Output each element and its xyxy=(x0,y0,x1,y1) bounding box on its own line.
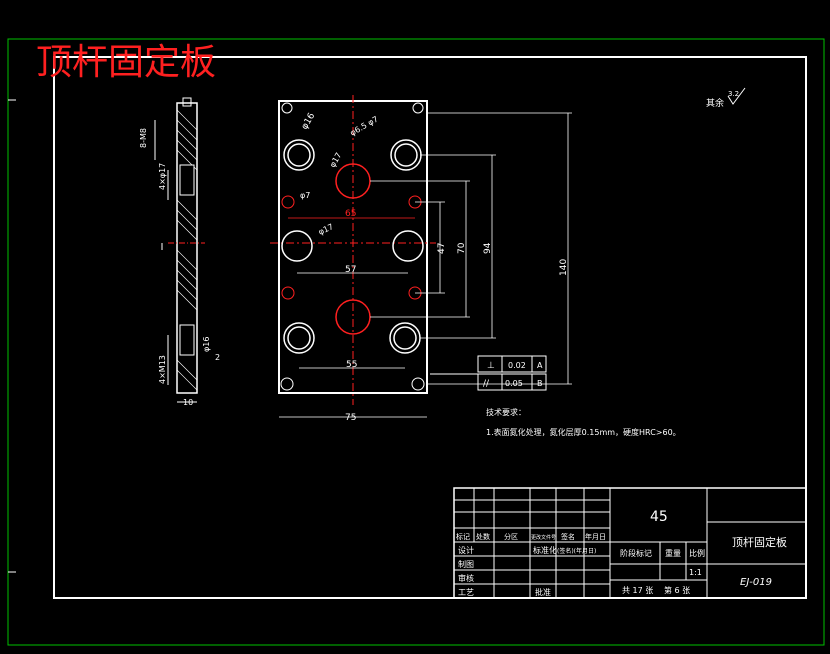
tb-drawing: 制图 xyxy=(458,559,474,569)
front-dim-57: 57 xyxy=(345,265,356,275)
tb-process: 工艺 xyxy=(458,588,474,597)
side-view xyxy=(154,97,205,403)
tol1-symbol: ⊥ xyxy=(487,361,495,371)
material: 45 xyxy=(650,509,668,525)
tb-zone: 分区 xyxy=(504,532,518,541)
notes-heading: 技术要求： xyxy=(486,407,526,417)
front-dim-55: 55 xyxy=(346,360,357,370)
front-dim-65: 65 xyxy=(345,209,356,219)
tol2-value: 0.05 xyxy=(505,379,523,388)
tb-stage-mark: 阶段标记 xyxy=(620,548,652,558)
tb-date: 年月日 xyxy=(585,532,606,541)
front-dim-d7-left: φ7 xyxy=(300,191,310,200)
tol1-value: 0.02 xyxy=(508,361,526,370)
tb-weight: 重量 xyxy=(665,548,681,558)
tb-review: 审核 xyxy=(458,573,474,583)
tb-sign: 签名 xyxy=(561,532,575,541)
front-dim-70: 70 xyxy=(457,242,467,254)
tol2-symbol: // xyxy=(483,379,490,389)
front-dim-75: 75 xyxy=(345,413,356,423)
side-dim-8m8: 8-M8 xyxy=(139,128,148,148)
side-dim-4x17: 4×φ17 xyxy=(158,163,167,190)
tol1-ref: A xyxy=(537,361,543,370)
tb-count: 处数 xyxy=(476,532,490,541)
front-dim-140: 140 xyxy=(559,259,569,276)
tb-standard: 标准化 xyxy=(533,545,557,555)
side-dim-4xm13: 4×M13 xyxy=(158,355,167,384)
tb-total-sheets: 共 17 张 xyxy=(622,586,653,595)
outer-frame xyxy=(7,38,825,646)
roughness-symbol xyxy=(727,87,746,105)
side-dim-d16: φ16 xyxy=(202,337,211,352)
tb-sign-date: (签名)(年月日) xyxy=(557,547,596,555)
side-dim-10: 10 xyxy=(183,398,193,407)
tol2-ref: B xyxy=(537,379,543,388)
tb-scale-value: 1:1 xyxy=(689,568,702,577)
inner-frame xyxy=(53,56,807,599)
part-name: 顶杆固定板 xyxy=(732,535,787,549)
sheet-title: 顶杆固定板 xyxy=(36,42,216,83)
tb-sheet-no: 第 6 张 xyxy=(664,585,690,595)
drawing-no: EJ-019 xyxy=(740,577,772,588)
tb-scale-label: 比例 xyxy=(689,548,705,558)
notes-line1: 1.表面氮化处理，氮化层厚0.15mm，硬度HRC>60。 xyxy=(486,427,681,437)
tb-approve: 批准 xyxy=(535,587,551,597)
roughness-value: 3.2 xyxy=(728,90,739,98)
roughness-note: 其余 xyxy=(706,97,724,109)
front-dim-94: 94 xyxy=(483,242,493,254)
tb-doc: 更改文件号 xyxy=(531,534,556,541)
tb-design: 设计 xyxy=(458,545,474,555)
front-view xyxy=(270,95,572,418)
tb-mark: 标记 xyxy=(456,532,470,541)
title-block xyxy=(453,487,807,599)
side-dim-2: 2 xyxy=(215,353,220,362)
front-dim-47: 47 xyxy=(437,243,447,254)
